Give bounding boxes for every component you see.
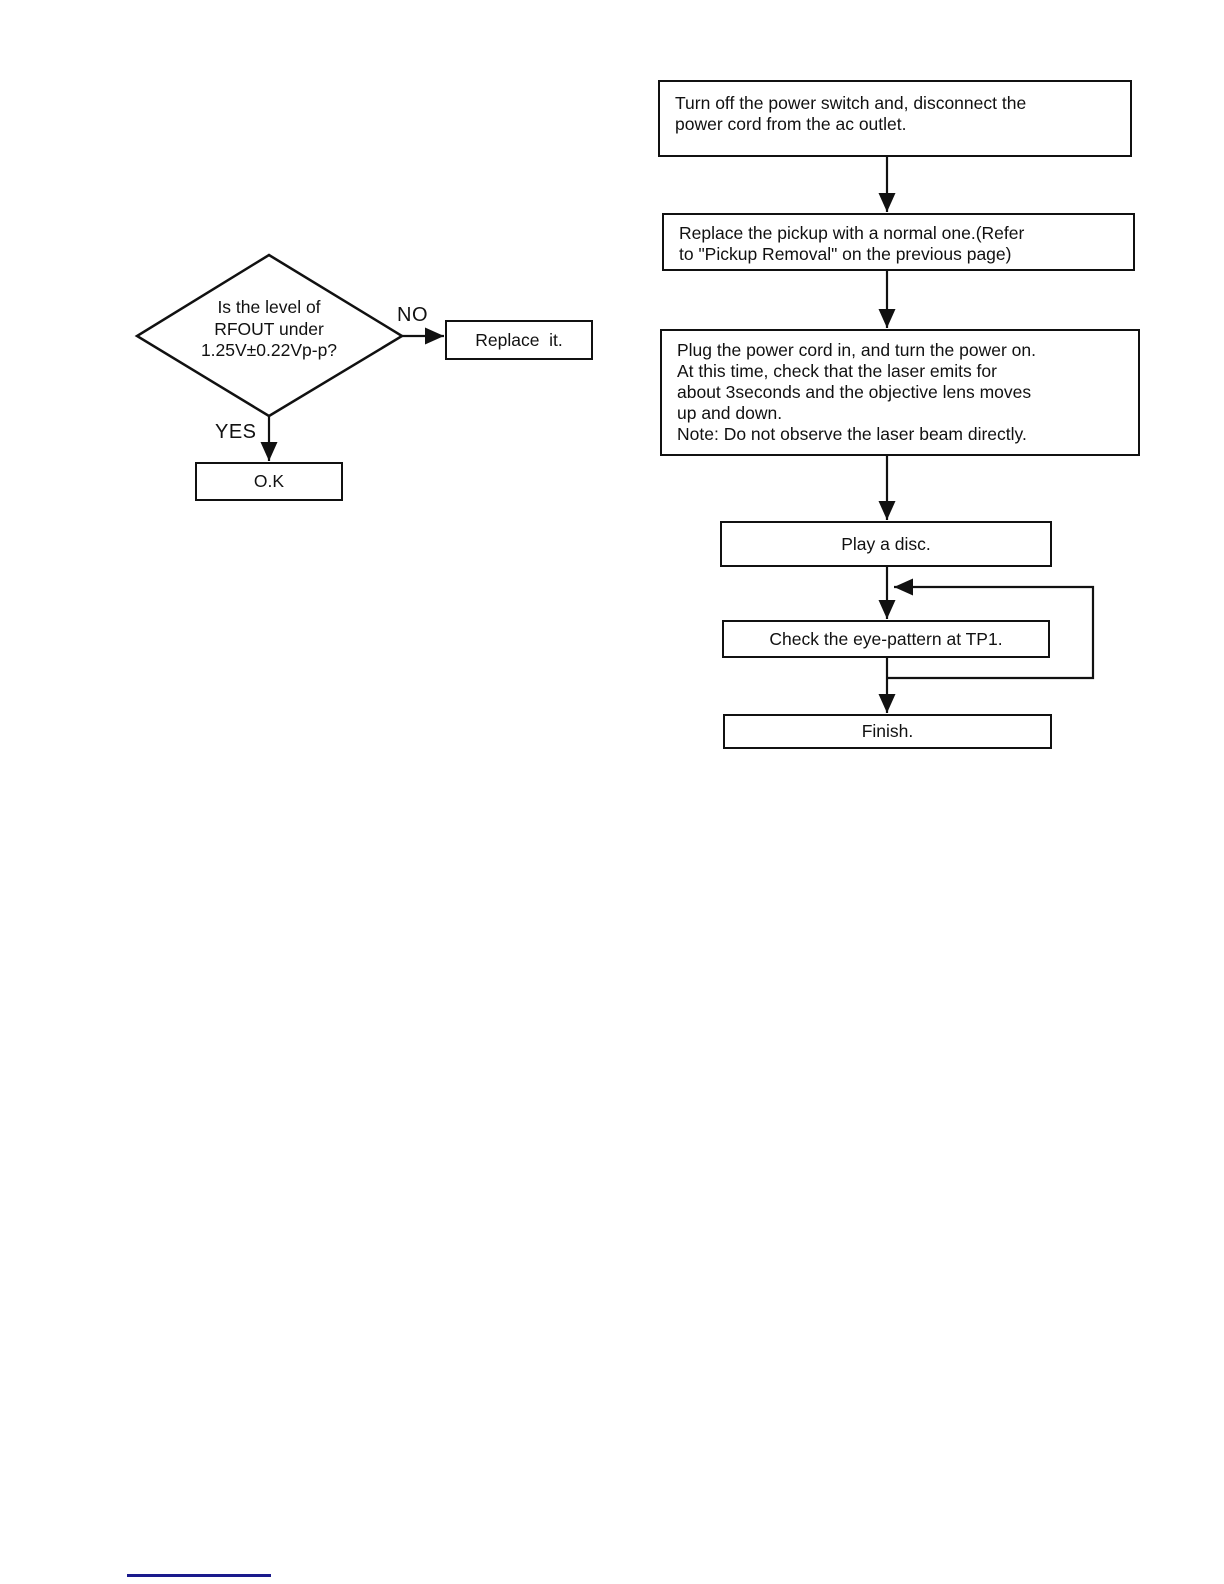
decision-question: Is the level of RFOUT under 1.25V±0.22Vp… — [200, 297, 338, 360]
feedback-loop-arrow — [887, 578, 1095, 680]
replace-it-box: Replace it. — [445, 320, 593, 360]
ok-box: O.K — [195, 462, 343, 501]
step-box-plug-power: Plug the power cord in, and turn the pow… — [660, 329, 1140, 456]
step-box-play-disc: Play a disc. — [720, 521, 1052, 567]
footer-blue-line — [127, 1574, 271, 1577]
step-box-finish: Finish. — [723, 714, 1052, 749]
no-label: NO — [397, 304, 428, 326]
step-box-check-eye-pattern: Check the eye-pattern at TP1. — [722, 620, 1050, 658]
step-box-replace-pickup: Replace the pickup with a normal one.(Re… — [662, 213, 1135, 271]
yes-label: YES — [215, 421, 257, 443]
step-box-power-off: Turn off the power switch and, disconnec… — [658, 80, 1132, 157]
